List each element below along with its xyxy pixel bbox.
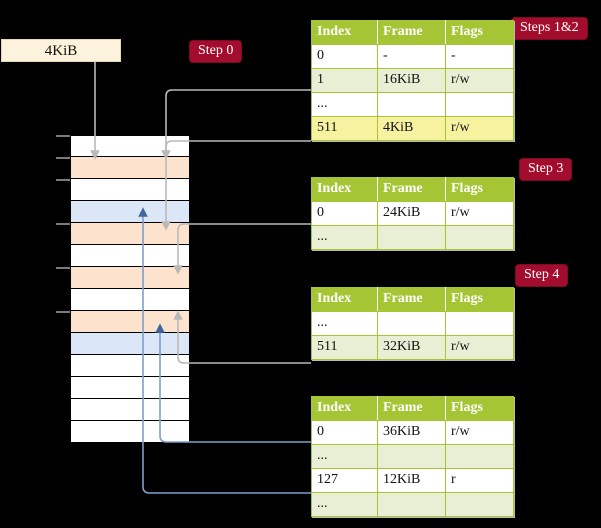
table-cell: 511 xyxy=(311,116,378,141)
badge-step-0: Step 0 xyxy=(190,41,242,62)
memory-frame-row xyxy=(70,223,190,245)
table-cell xyxy=(377,225,446,250)
table-cell: r/w xyxy=(445,420,514,445)
memory-frame-row xyxy=(70,201,190,223)
table-cell: 16KiB xyxy=(377,68,446,93)
table-cell: 0 xyxy=(311,201,378,226)
table-cell: 36KiB xyxy=(377,420,446,445)
memory-frame-column xyxy=(70,135,190,443)
badge-step-3: Step 3 xyxy=(520,159,572,180)
table-cell xyxy=(445,444,514,469)
table-cell xyxy=(377,492,446,517)
table-cell xyxy=(445,492,514,517)
table-cell: r/w xyxy=(445,116,514,141)
table-cell: r xyxy=(445,468,514,493)
table-cell: 127 xyxy=(311,468,378,493)
memory-frame-row xyxy=(70,157,190,179)
badge-step-4: Step 4 xyxy=(516,265,568,286)
table-cell: 0 xyxy=(311,420,378,445)
memory-frame-row xyxy=(70,355,190,377)
badge-steps-1-2: Steps 1&2 xyxy=(512,18,587,39)
memory-frame-row xyxy=(70,421,190,443)
column-header-index: Index xyxy=(311,177,378,202)
column-header-index: Index xyxy=(311,396,378,421)
table-cell: r/w xyxy=(445,201,514,226)
table-cell: - xyxy=(377,44,446,69)
memory-frame-row xyxy=(70,333,190,355)
table-cell: 24KiB xyxy=(377,201,446,226)
memory-frame-row xyxy=(70,245,190,267)
memory-row-tick xyxy=(56,223,70,225)
column-header-flags: Flags xyxy=(445,20,514,45)
table-cell: 511 xyxy=(311,335,378,360)
table-row: 0-- xyxy=(311,44,514,69)
table-cell: ... xyxy=(311,444,378,469)
table-cell: r/w xyxy=(445,68,514,93)
memory-row-tick xyxy=(56,135,70,137)
column-header-flags: Flags xyxy=(445,396,514,421)
memory-frame-row xyxy=(70,399,190,421)
table-cell: - xyxy=(445,44,514,69)
wire-level2-511-to-memory xyxy=(173,310,311,364)
column-header-frame: Frame xyxy=(377,396,446,421)
memory-frame-row xyxy=(70,267,190,289)
memory-frame-row xyxy=(70,311,190,333)
column-header-frame: Frame xyxy=(377,287,446,312)
memory-frame-row xyxy=(70,135,190,157)
memory-row-tick xyxy=(56,267,70,269)
column-header-flags: Flags xyxy=(445,287,514,312)
column-header-index: Index xyxy=(311,20,378,45)
table-cell: r/w xyxy=(445,335,514,360)
table-row: ... xyxy=(311,492,514,517)
table-cell xyxy=(377,311,446,336)
table-cell: ... xyxy=(311,92,378,117)
table-cell: ... xyxy=(311,225,378,250)
table-cell xyxy=(445,225,514,250)
table-row: ... xyxy=(311,92,514,117)
column-header-frame: Frame xyxy=(377,20,446,45)
table-cell: ... xyxy=(311,311,378,336)
column-header-frame: Frame xyxy=(377,177,446,202)
table-cell xyxy=(445,311,514,336)
page-box-4kib: 4KiB xyxy=(1,39,121,62)
table-cell: 4KiB xyxy=(377,116,446,141)
wire-level3-0-to-memory xyxy=(173,223,311,275)
memory-row-tick xyxy=(56,311,70,313)
memory-row-tick xyxy=(56,179,70,181)
table-row: ... xyxy=(311,225,514,250)
table-row: ... xyxy=(311,444,514,469)
memory-frame-row xyxy=(70,289,190,311)
table-cell xyxy=(445,92,514,117)
table-cell: ... xyxy=(311,492,378,517)
table-cell: 0 xyxy=(311,44,378,69)
memory-frame-row xyxy=(70,179,190,201)
table-cell: 1 xyxy=(311,68,378,93)
table-cell xyxy=(377,92,446,117)
table-cell: 32KiB xyxy=(377,335,446,360)
memory-frame-row xyxy=(70,377,190,399)
column-header-flags: Flags xyxy=(445,177,514,202)
column-header-index: Index xyxy=(311,287,378,312)
table-row: ... xyxy=(311,311,514,336)
memory-row-tick xyxy=(56,157,70,159)
table-cell: 12KiB xyxy=(377,468,446,493)
table-cell xyxy=(377,444,446,469)
